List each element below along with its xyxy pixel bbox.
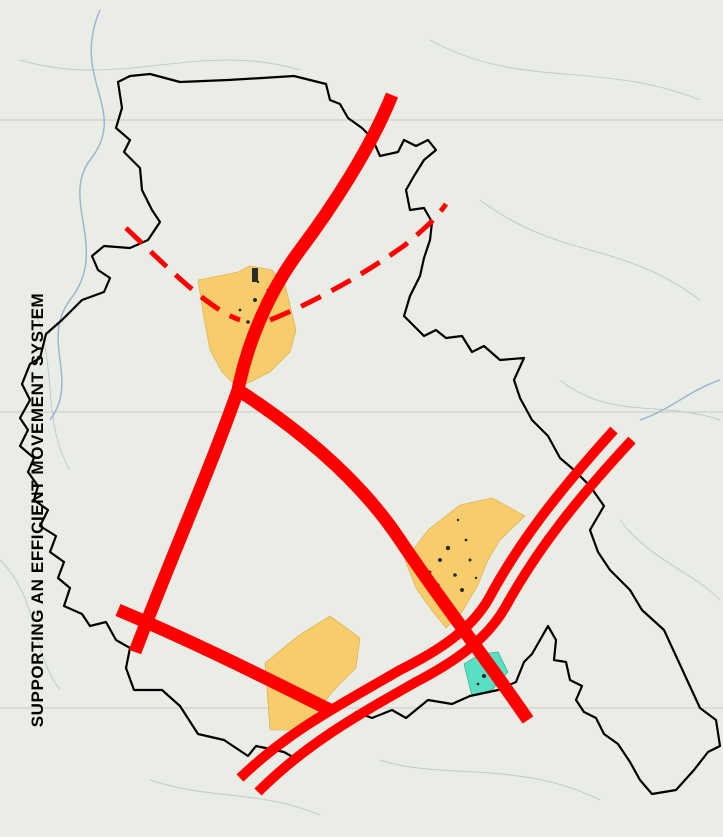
basemap-roads <box>0 39 721 816</box>
proposed-corridor-dual <box>236 426 636 796</box>
corridor-dual-west <box>236 426 618 782</box>
corridor-dual-east <box>254 436 636 796</box>
corridor-north-south <box>128 92 399 655</box>
map-title: SUPPORTING AN EFFICIENT MOVEMENT SYSTEM <box>28 292 47 728</box>
corridor-east-west-south <box>115 604 333 716</box>
corridor-diagonal <box>234 384 534 724</box>
proposed-corridor-dashed <box>124 202 449 323</box>
proposed-corridor <box>115 92 534 724</box>
county-boundary <box>18 72 722 796</box>
town-area <box>264 615 361 731</box>
river <box>49 9 721 421</box>
corridor-dashed-east <box>269 202 449 323</box>
corridor-dashed-west <box>124 226 241 323</box>
